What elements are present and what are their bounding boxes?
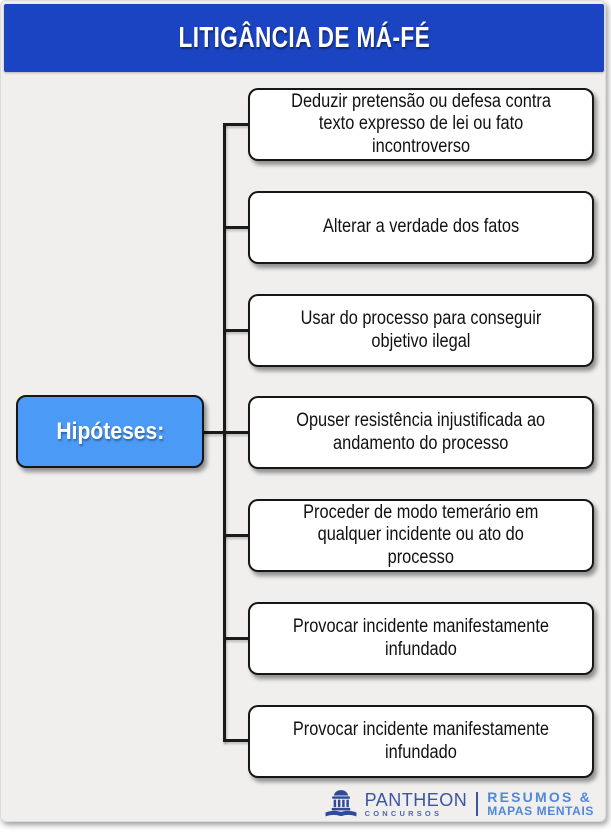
- hypothesis-node-1-label: Deduzir pretensão ou defesa contra texto…: [291, 91, 551, 157]
- hypothesis-node-7: Provocar incidente manifestamente infund…: [248, 705, 594, 778]
- connector-branch-1: [223, 123, 250, 126]
- connector-branch-5: [223, 534, 250, 537]
- hypothesis-node-4: Opuser resistência injustificada ao anda…: [248, 396, 594, 469]
- mindmap-card: LITIGÂNCIA DE MÁ-FÉ Hipóteses: Deduzir p…: [0, 0, 606, 822]
- hypothesis-node-5: Proceder de modo temerário em qualquer i…: [248, 499, 594, 572]
- pantheon-building-icon: [325, 790, 357, 817]
- connector-root-stem: [201, 431, 250, 434]
- hypothesis-node-3-label: Usar do processo para conseguir objetivo…: [300, 308, 542, 352]
- brand-subname: CONCURSOS: [364, 808, 443, 818]
- hypothesis-node-1: Deduzir pretensão ou defesa contra texto…: [248, 88, 594, 161]
- tagline-line-1: RESUMOS &: [487, 789, 592, 805]
- brand-text-block: PANTHEON CONCURSOS: [365, 791, 468, 818]
- header-banner: LITIGÂNCIA DE MÁ-FÉ: [4, 4, 604, 72]
- hypothesis-node-3: Usar do processo para conseguir objetivo…: [248, 294, 594, 367]
- hypothesis-node-2: Alterar a verdade dos fatos: [248, 191, 594, 264]
- connector-branch-7: [223, 739, 250, 742]
- connector-branch-2: [223, 226, 250, 229]
- hypothesis-node-5-label: Proceder de modo temerário em qualquer i…: [303, 502, 539, 568]
- connector-branch-6: [223, 637, 250, 640]
- page-title: LITIGÂNCIA DE MÁ-FÉ: [178, 21, 430, 54]
- logo-divider: [476, 792, 479, 816]
- hypothesis-node-7-label: Provocar incidente manifestamente infund…: [292, 719, 550, 763]
- brand-name: PANTHEON: [364, 789, 468, 810]
- connector-branch-3: [223, 329, 250, 332]
- hypothesis-node-6: Provocar incidente manifestamente infund…: [248, 602, 594, 675]
- root-node-label: Hipóteses:: [56, 417, 164, 445]
- tagline-line-2: MAPAS MENTAIS: [487, 804, 594, 818]
- hypothesis-node-4-label: Opuser resistência injustificada ao anda…: [296, 410, 546, 454]
- hypothesis-node-2-label: Alterar a verdade dos fatos: [322, 216, 520, 238]
- root-node-hipoteses: Hipóteses:: [16, 395, 204, 468]
- brand-logo: PANTHEON CONCURSOS RESUMOS & MAPAS MENTA…: [324, 787, 594, 821]
- hypothesis-node-6-label: Provocar incidente manifestamente infund…: [292, 616, 550, 660]
- brand-tagline-block: RESUMOS & MAPAS MENTAIS: [487, 790, 594, 818]
